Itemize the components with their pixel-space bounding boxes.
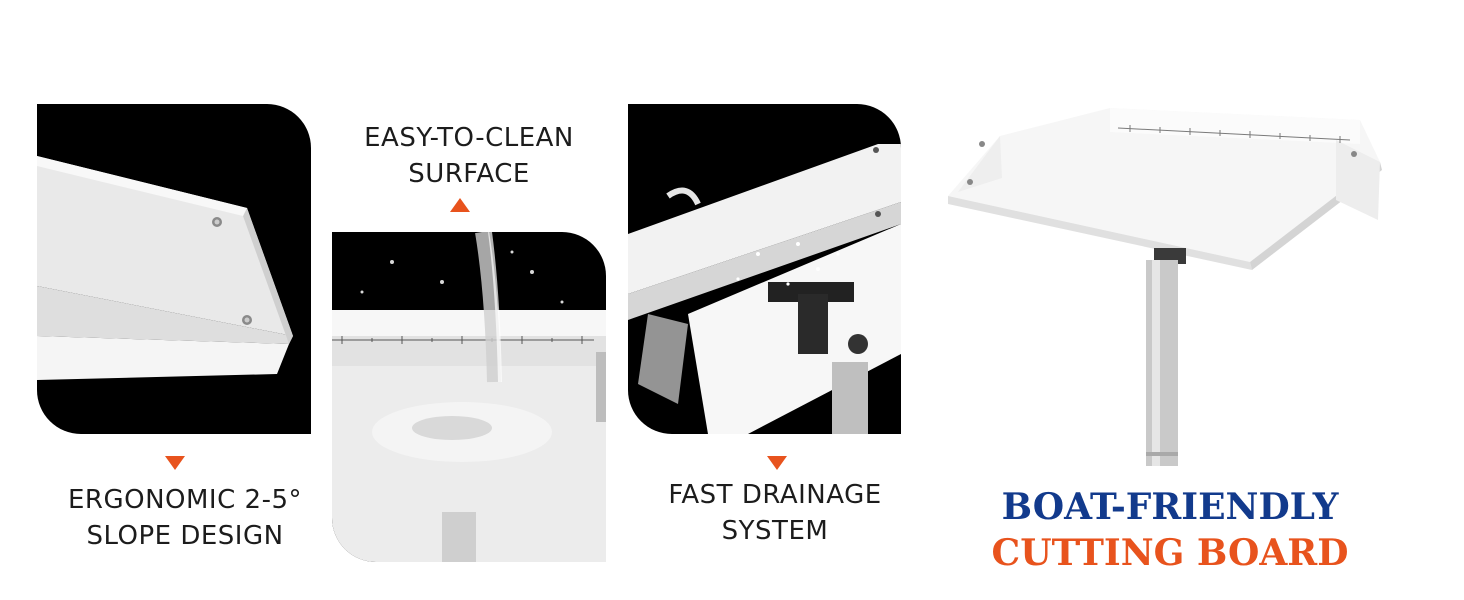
headline-line2: CUTTING BOARD xyxy=(991,532,1349,574)
headline-line1: BOAT-FRIENDLY xyxy=(1001,486,1339,528)
slope-design-photo xyxy=(37,104,311,434)
slope-caption-line1: ERGONOMIC 2-5° xyxy=(67,485,302,515)
drainage-photo xyxy=(628,104,901,434)
drainage-caption: FAST DRAINAGE SYSTEM xyxy=(630,477,920,549)
easy-clean-caption: EASY-TO-CLEAN SURFACE xyxy=(330,120,608,192)
slope-caption-line2: SLOPE DESIGN xyxy=(86,521,284,551)
triangle-down-icon xyxy=(165,456,185,470)
triangle-up-icon xyxy=(450,198,470,212)
clean-caption-line2: SURFACE xyxy=(408,159,530,189)
easy-clean-photo xyxy=(332,232,606,562)
headline: BOAT-FRIENDLY CUTTING BOARD xyxy=(950,484,1390,576)
triangle-down-icon xyxy=(767,456,787,470)
cutting-board-product-image xyxy=(940,100,1400,470)
drain-caption-line2: SYSTEM xyxy=(721,516,829,546)
clean-caption-line1: EASY-TO-CLEAN xyxy=(364,123,574,153)
slope-design-caption: ERGONOMIC 2-5° SLOPE DESIGN xyxy=(40,482,330,554)
drain-caption-line1: FAST DRAINAGE xyxy=(668,480,882,510)
